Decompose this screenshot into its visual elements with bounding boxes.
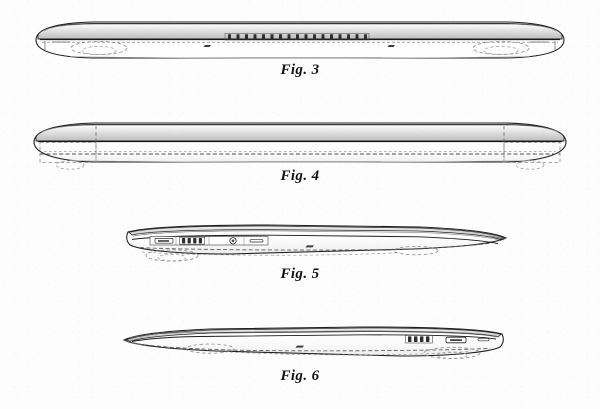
fig5-hidden-base-contour	[141, 251, 401, 256]
fig5-port-1-tongue	[158, 240, 169, 242]
fig3-vent-recess	[224, 33, 370, 41]
fig5-hidden-foot-left	[145, 249, 199, 262]
fig3-base-face	[37, 41, 563, 57]
figure-5-left-side-view	[126, 224, 508, 262]
fig5-port-4	[249, 239, 264, 243]
fig5-lid-band	[128, 225, 506, 240]
fig5-port-2-pin-group	[182, 238, 202, 244]
fig4-hidden-foot-right	[515, 160, 545, 170]
fig5-lid-edge-line	[132, 230, 501, 241]
fig6-vent-slot-group	[408, 336, 430, 342]
figure-5-caption: Fig. 5	[280, 266, 320, 282]
fig6-outer-wedge	[122, 326, 504, 357]
fig3-hidden-oval-left	[70, 41, 128, 55]
fig5-port-array	[149, 236, 269, 246]
fig6-port-array	[405, 335, 490, 344]
fig6-indicator-mark	[295, 345, 304, 348]
fig3-bottom-shadow	[69, 56, 531, 59]
fig6-hidden-foot-left	[185, 343, 235, 354]
fig3-hidden-oval-right-inner	[483, 46, 519, 55]
fig6-usb-port-tongue	[450, 339, 462, 341]
fig5-port-dividers	[175, 237, 245, 245]
fig3-lid-highlight	[43, 23, 557, 32]
fig5-tip-accent	[489, 235, 507, 239]
figure-3-front-edge-view	[35, 21, 565, 59]
fig5-port-3-audio-jack-center	[231, 239, 235, 243]
fig5-hidden-foot-left-inner	[157, 254, 187, 262]
figure-3-caption: Fig. 3	[280, 62, 320, 78]
fig5-indicator-mark	[305, 245, 314, 248]
fig4-lid-band	[35, 124, 565, 142]
fig6-hidden-base-contour	[229, 351, 471, 356]
fig3-lid-band	[37, 23, 563, 40]
fig3-corner-detail-left	[44, 41, 70, 50]
fig5-hidden-foot-right	[393, 246, 439, 256]
fig3-hidden-oval-left-inner	[81, 46, 117, 55]
fig6-vent-frame	[405, 335, 433, 344]
fig3-indicator-left	[203, 45, 211, 47]
fig5-lower-serration	[139, 242, 493, 251]
figure-4-caption: Fig. 4	[280, 168, 320, 184]
fig6-lower-serration	[137, 343, 491, 352]
fig3-corner-detail-right	[530, 41, 556, 50]
fig4-hidden-foot-left	[55, 160, 85, 170]
fig6-lid-edge-line	[129, 330, 498, 339]
fig6-hidden-foot-right	[423, 346, 481, 359]
fig4-hidden-rect-right	[503, 142, 561, 163]
fig4-lid-highlight	[41, 124, 559, 133]
fig6-hidden-foot-right-inner	[436, 351, 468, 359]
figure-4-rear-edge-view	[33, 122, 567, 170]
figure-6-right-side-view	[122, 326, 504, 359]
fig6-tip-accent	[123, 339, 143, 346]
fig4-hidden-rect-left	[39, 142, 97, 163]
fig4-bottom-shadow	[69, 160, 531, 163]
fig3-indicator-right	[387, 45, 395, 47]
fig6-body-seam	[131, 334, 497, 343]
fig3-vent-slot-array	[228, 34, 367, 40]
figure-6-caption: Fig. 6	[280, 368, 320, 384]
fig5-port-2-frame	[179, 236, 205, 245]
fig6-slim-slot	[477, 338, 490, 342]
fig3-hidden-oval-right	[472, 41, 530, 55]
